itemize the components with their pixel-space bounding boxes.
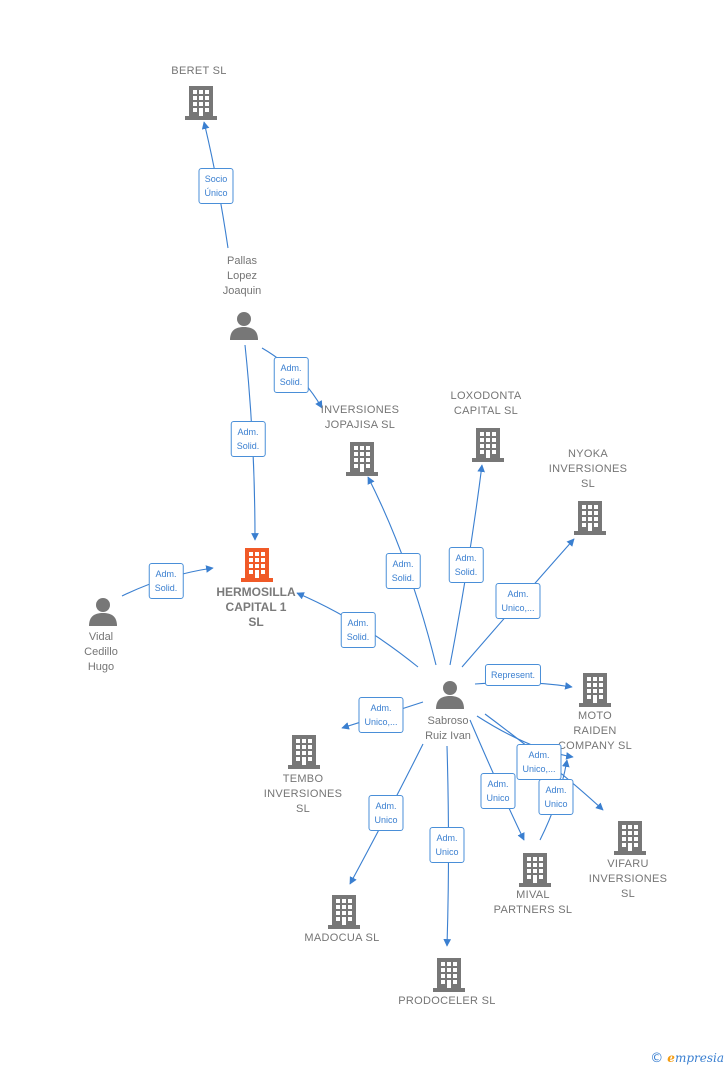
edge-label-pallas-beret: Socio Único (198, 168, 234, 204)
person-icon (230, 312, 258, 340)
building-icon (472, 428, 504, 462)
edge-label-pallas-jopajisa: Adm. Solid. (273, 357, 309, 393)
edge-label-sabroso-moto: Represent. (484, 664, 542, 686)
building-icon (288, 735, 320, 769)
edge-label-sabroso-hermosilla: Adm. Solid. (340, 612, 376, 648)
node-label-loxodonta[interactable]: LOXODONTA CAPITAL SL (450, 390, 522, 417)
node-label-beret[interactable]: BERET SL (171, 65, 227, 77)
node-label-vifaru[interactable]: VIFARU INVERSIONES SL (588, 858, 668, 900)
edge-label-pallas-hermosilla: Adm. Solid. (230, 421, 266, 457)
node-label-jopajisa[interactable]: INVERSIONES JOPAJISA SL (320, 404, 400, 431)
node-label-madocua[interactable]: MADOCUA SL (304, 932, 380, 944)
building-icon (346, 442, 378, 476)
edge-label-sabroso-madocua: Adm. Unico (368, 795, 404, 831)
node-label-prodoceler[interactable]: PRODOCELER SL (398, 995, 496, 1007)
edge-label-sabroso-nyoka: Adm. Unico,... (495, 583, 541, 619)
building-icon (241, 548, 273, 582)
node-label-sabroso[interactable]: Sabroso Ruiz Ivan (425, 715, 471, 742)
edge-label-sabroso-loxodonta: Adm. Solid. (448, 547, 484, 583)
person-icon (436, 681, 464, 709)
building-icon (328, 895, 360, 929)
edge-label-sabroso-prodoceler: Adm. Unico (429, 827, 465, 863)
edge-label-sabroso-jopajisa: Adm. Solid. (385, 553, 421, 589)
edge-sabroso-moto2 (476, 715, 574, 760)
node-label-moto[interactable]: MOTO RAIDEN COMPANY SL (557, 710, 633, 752)
node-label-hermosilla[interactable]: HERMOSILLA CAPITAL 1 SL (216, 585, 296, 629)
building-icon (579, 673, 611, 707)
building-icon (519, 853, 551, 887)
edge-label-sabroso-mival: Adm. Unico (480, 773, 516, 809)
building-icon (185, 86, 217, 120)
edge-label-mival-vifaru: Adm. Unico (538, 779, 574, 815)
copyright-icon: © (650, 1051, 664, 1066)
building-icon (614, 821, 646, 855)
node-label-tembo[interactable]: TEMBO INVERSIONES SL (263, 773, 343, 815)
edge-label-sabroso-tembo: Adm. Unico,... (358, 697, 404, 733)
node-label-mival[interactable]: MIVAL PARTNERS SL (493, 889, 573, 916)
empresia-logo: ©empresia (650, 1051, 724, 1066)
node-label-nyoka[interactable]: NYOKA INVERSIONES SL (548, 448, 628, 490)
building-icon (574, 501, 606, 535)
building-icon (433, 958, 465, 992)
edge-label-vidal-hermosilla: Adm. Solid. (148, 563, 184, 599)
node-label-vidal[interactable]: Vidal Cedillo Hugo (84, 631, 118, 673)
node-label-pallas[interactable]: Pallas Lopez Joaquin (222, 255, 262, 297)
edge-label-sabroso-moto2: Adm. Unico,... (516, 744, 562, 780)
person-icon (89, 598, 117, 626)
